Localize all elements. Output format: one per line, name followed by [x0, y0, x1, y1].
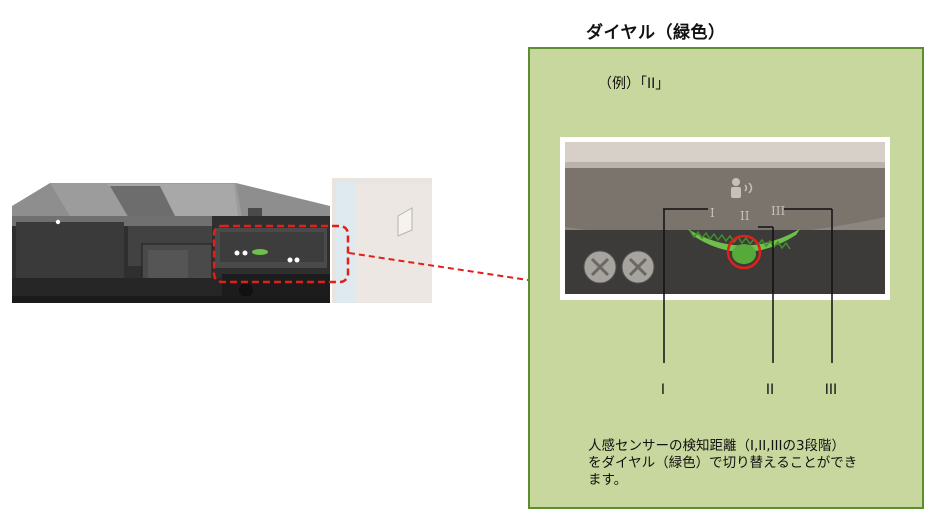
- svg-text:III: III: [771, 204, 785, 218]
- machine-illustration: [12, 178, 432, 303]
- dial-label-2: II: [765, 382, 775, 398]
- screw-right-icon: [621, 250, 655, 284]
- dial-label-1: I: [660, 382, 666, 398]
- dial-title: ダイヤル（緑色）: [586, 23, 726, 43]
- description-line-1: 人感センサーの検知距離（I,II,IIIの3段階）: [588, 438, 846, 454]
- dial-zoom-detail: I II III: [560, 137, 890, 300]
- dial-highlight-circle: [726, 234, 762, 270]
- description-text: 人感センサーの検知距離（I,II,IIIの3段階） をダイヤル（緑色）で切り替え…: [588, 438, 898, 489]
- description-line-3: ます。: [588, 472, 628, 488]
- dial-label-3: III: [824, 382, 838, 398]
- svg-text:I: I: [710, 206, 715, 220]
- description-line-2: をダイヤル（緑色）で切り替えることができ: [588, 455, 858, 471]
- svg-text:II: II: [740, 209, 750, 223]
- screw-left-icon: [583, 250, 617, 284]
- example-label: （例）「II」: [598, 76, 670, 92]
- person-sensor-icon: [731, 178, 753, 198]
